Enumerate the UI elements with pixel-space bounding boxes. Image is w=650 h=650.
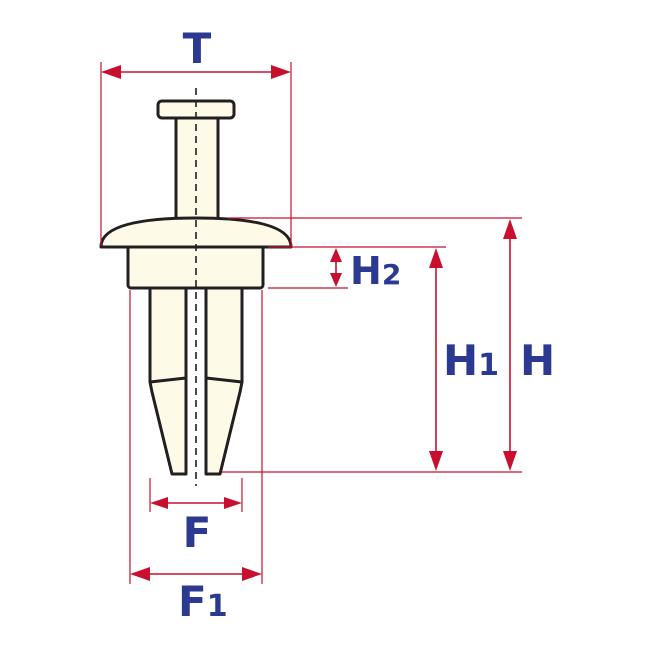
t-arrow-right xyxy=(271,65,291,79)
f1-arrow-right xyxy=(242,567,262,581)
dimension-h1 xyxy=(429,248,443,471)
label-f1-sub: 1 xyxy=(207,589,228,624)
h2-arrow-top xyxy=(330,248,342,262)
label-h2-main: H xyxy=(350,249,382,293)
left-leg-flare-line xyxy=(149,376,187,384)
label-f1-main: F xyxy=(178,577,207,626)
h1-arrow-top xyxy=(429,248,443,268)
label-h1: H1 xyxy=(443,336,499,385)
label-f1: F1 xyxy=(178,577,228,626)
label-h2: H2 xyxy=(350,249,401,293)
right-leg-flare-line xyxy=(205,376,243,384)
f1-arrow-left xyxy=(130,567,150,581)
extension-lines xyxy=(100,62,522,584)
dimension-h2 xyxy=(330,248,342,287)
dimension-h xyxy=(503,219,517,471)
t-arrow-left xyxy=(101,65,121,79)
h-arrow-top xyxy=(503,219,517,239)
f-arrow-left xyxy=(150,497,168,509)
label-t: T xyxy=(183,24,212,73)
dimension-t xyxy=(101,65,291,79)
h-arrow-bottom xyxy=(503,451,517,471)
f-arrow-right xyxy=(224,497,242,509)
push-rivet-part xyxy=(99,88,293,486)
pin-shaft xyxy=(174,114,220,226)
label-f: F xyxy=(183,508,212,557)
label-h1-sub: 1 xyxy=(478,348,499,383)
label-h: H xyxy=(520,336,555,385)
dimension-f xyxy=(150,497,242,509)
dimension-f1 xyxy=(130,567,262,581)
label-h1-main: H xyxy=(443,336,478,385)
label-h2-sub: 2 xyxy=(382,258,401,291)
h1-arrow-bottom xyxy=(429,451,443,471)
h2-arrow-bottom xyxy=(330,273,342,287)
